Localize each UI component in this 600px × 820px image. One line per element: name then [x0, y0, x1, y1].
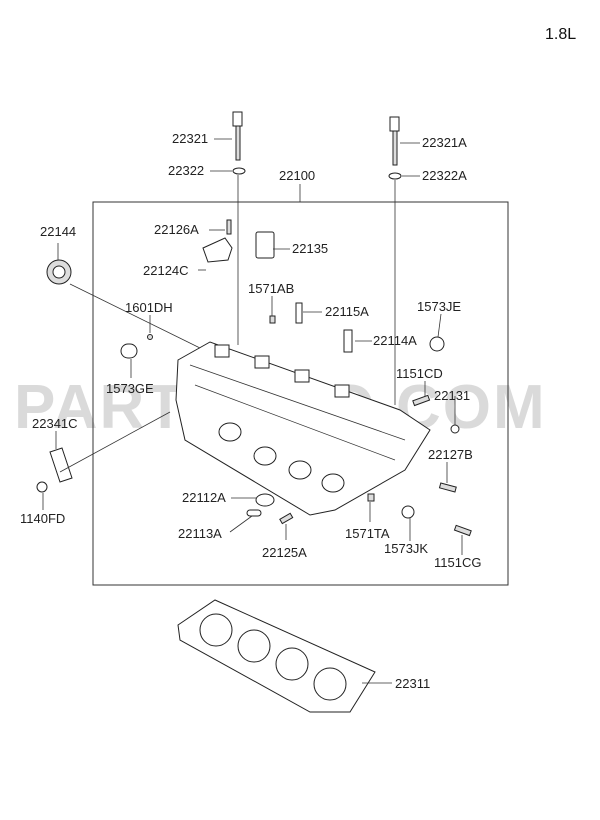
oil-seal-22144[interactable] [46, 259, 72, 285]
bolt-22131[interactable] [450, 424, 460, 434]
label-22341C[interactable]: 22341C [32, 416, 78, 431]
label-22311[interactable]: 22311 [395, 676, 430, 691]
valve-guide-22114A[interactable] [343, 329, 353, 353]
label-1151CD[interactable]: 1151CD [396, 366, 443, 381]
label-22126A[interactable]: 22126A [154, 222, 199, 237]
bolt-22321A[interactable] [389, 116, 400, 166]
label-22135[interactable]: 22135 [292, 241, 328, 256]
label-22131[interactable]: 22131 [434, 388, 470, 403]
label-22321A[interactable]: 22321A [422, 135, 467, 150]
label-22115A[interactable]: 22115A [325, 304, 369, 319]
label-22127B[interactable]: 22127B [428, 447, 473, 462]
bracket-22341C[interactable] [49, 447, 73, 483]
bolt-22321[interactable] [232, 111, 243, 161]
label-22100[interactable]: 22100 [279, 168, 315, 183]
label-1573JK[interactable]: 1573JK [384, 541, 428, 556]
cam-cap-22124C[interactable] [202, 237, 233, 263]
stud-1151CD[interactable] [412, 394, 431, 407]
plug-1573GE[interactable] [120, 343, 138, 359]
label-1571AB[interactable]: 1571AB [248, 281, 294, 296]
label-1573JE[interactable]: 1573JE [417, 299, 461, 314]
plug-1573JK[interactable] [401, 505, 415, 519]
label-1601DH[interactable]: 1601DH [125, 300, 173, 315]
label-22322A[interactable]: 22322A [422, 168, 467, 183]
label-1571TA[interactable]: 1571TA [345, 526, 390, 541]
label-22114A[interactable]: 22114A [373, 333, 417, 348]
plug-1571AB[interactable] [269, 315, 276, 324]
label-1151CG[interactable]: 1151CG [434, 555, 481, 570]
label-22124C[interactable]: 22124C [143, 263, 189, 278]
assembly-frame [92, 201, 509, 586]
stud-22127B[interactable] [438, 482, 457, 493]
stud-1151CG[interactable] [453, 524, 472, 537]
tappet-22135[interactable] [255, 231, 275, 259]
washer-22322A[interactable] [388, 172, 402, 180]
valve-seal-22112A[interactable] [255, 493, 275, 507]
label-22322[interactable]: 22322 [168, 163, 204, 178]
label-22125A[interactable]: 22125A [262, 545, 307, 560]
label-22112A[interactable]: 22112A [182, 490, 226, 505]
washer-22322[interactable] [232, 167, 246, 175]
retainer-22113A[interactable] [246, 509, 262, 517]
head-gasket-22311[interactable] [177, 599, 376, 713]
plug-1571TA[interactable] [367, 493, 375, 502]
plug-1573JE[interactable] [429, 336, 445, 352]
bolt-1140FD[interactable] [36, 481, 48, 493]
plug-1601DH[interactable] [147, 334, 153, 340]
engine-variant-label: 1.8L [545, 26, 576, 43]
label-22144[interactable]: 22144 [40, 224, 76, 239]
cylinder-head-22100[interactable] [175, 341, 431, 516]
label-22321[interactable]: 22321 [172, 131, 208, 146]
label-22113A[interactable]: 22113A [178, 526, 222, 541]
label-1140FD[interactable]: 1140FD [20, 511, 65, 526]
bolt-22126A[interactable] [226, 219, 232, 235]
dowel-22115A[interactable] [295, 302, 303, 324]
stud-22125A[interactable] [279, 512, 294, 525]
leader-lines [42, 138, 463, 684]
label-1573GE[interactable]: 1573GE [106, 381, 154, 396]
